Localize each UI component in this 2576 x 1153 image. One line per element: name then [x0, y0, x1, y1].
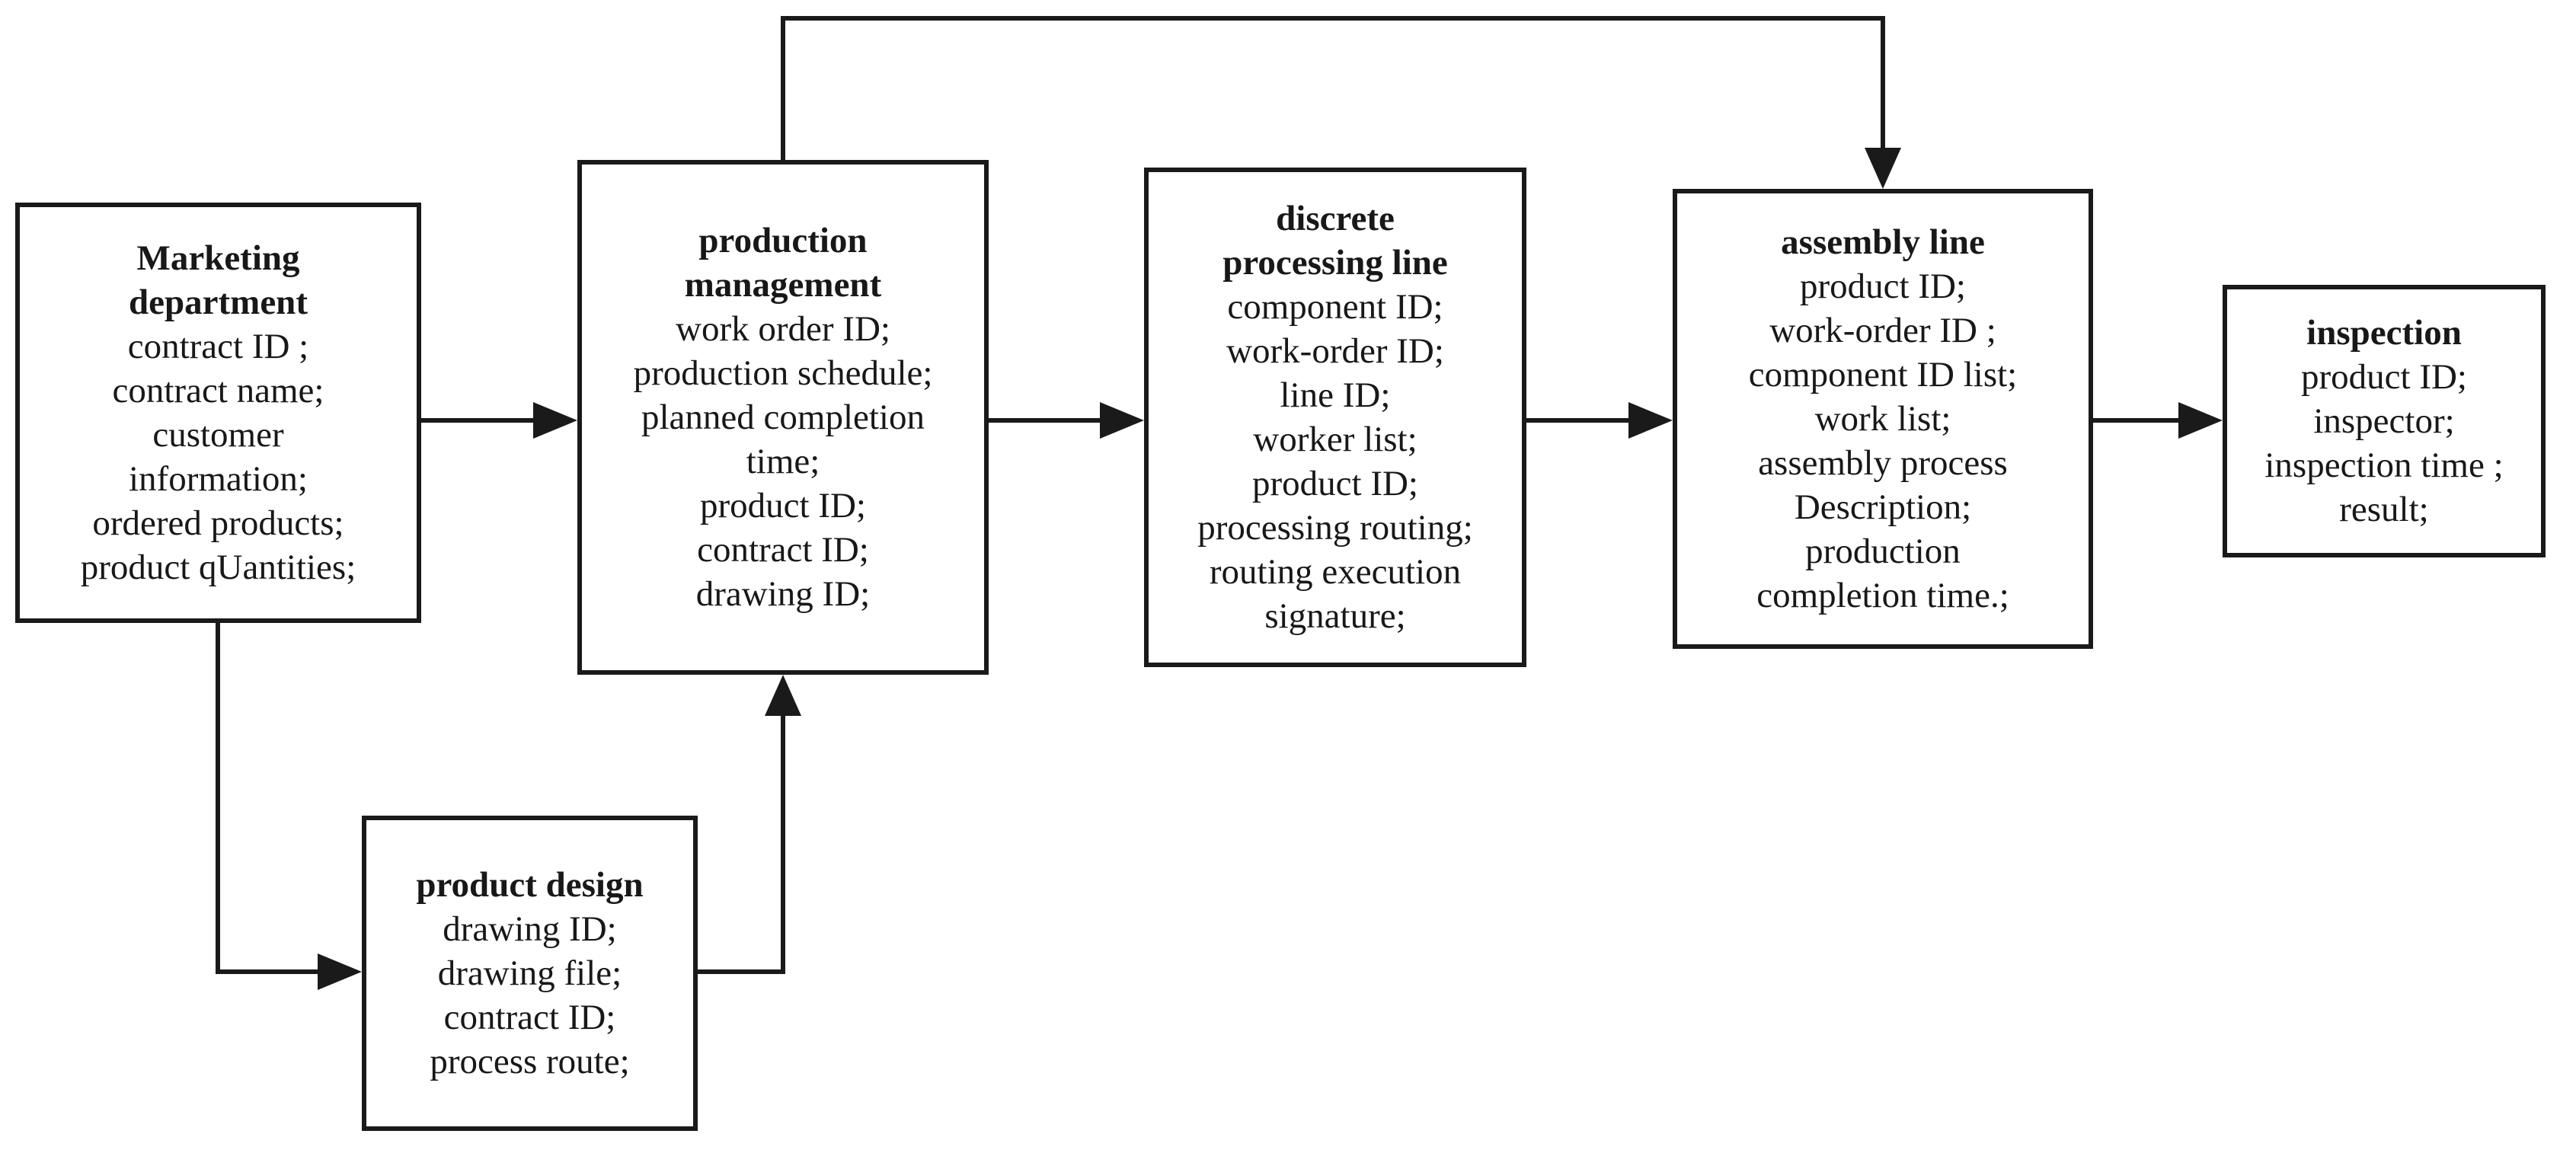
arrowhead-right-icon [318, 953, 362, 990]
text-line: contract ID; [697, 530, 869, 570]
text-line: ordered products; [92, 503, 344, 543]
edge-segment [2093, 418, 2184, 423]
text-line: drawing ID; [443, 909, 617, 949]
edge-segment [698, 969, 785, 974]
box-title: assembly line [1781, 220, 1985, 264]
arrowhead-up-icon [765, 675, 801, 716]
text-line: discrete [1276, 199, 1395, 238]
box-body: product ID;inspector; inspection time ; re… [2264, 355, 2503, 532]
text-line: contract name; [112, 371, 324, 410]
text-line: signature; [1264, 596, 1406, 636]
box-body: component ID;work-order ID;line ID; worke… [1197, 285, 1473, 638]
arrowhead-right-icon [533, 402, 577, 439]
edge-segment [1526, 418, 1637, 423]
text-line: work-order ID ; [1769, 311, 1996, 350]
text-line: customer [152, 415, 284, 455]
box-body: product ID; work-order ID ; component ID l… [1749, 264, 2017, 618]
text-line: assembly process [1758, 443, 2008, 483]
text-line: routing execution [1209, 552, 1462, 592]
text-line: planned completion [641, 398, 925, 437]
text-line: assembly line [1781, 222, 1985, 262]
edge-segment [1881, 16, 1885, 151]
text-line: process route; [430, 1042, 630, 1081]
text-line: component ID; [1227, 287, 1443, 327]
box-product-design: product design drawing ID;drawing file; c… [362, 816, 698, 1131]
box-body: drawing ID;drawing file; contract ID; proc… [430, 907, 629, 1084]
edge-segment [781, 16, 1885, 21]
text-line: contract ID; [443, 998, 616, 1037]
text-line: component ID list; [1748, 355, 2018, 394]
box-title: discrete processing line [1222, 196, 1448, 285]
edge-segment [781, 711, 785, 974]
edge-segment [989, 418, 1111, 423]
text-line: information; [129, 459, 308, 499]
text-line: inspection time ; [2264, 446, 2504, 485]
text-line: department [129, 283, 308, 322]
text-line: product ID; [1252, 464, 1418, 503]
text-line: Description; [1794, 487, 1972, 527]
arrowhead-right-icon [2178, 402, 2223, 439]
text-line: processing routing; [1197, 508, 1473, 548]
edge-segment [781, 16, 785, 160]
box-body: work order ID;production schedule; planne… [634, 307, 933, 616]
text-line: production schedule; [633, 353, 933, 393]
text-line: line ID; [1280, 375, 1391, 415]
text-line: product design [416, 865, 644, 905]
box-assembly-line: assembly line product ID; work-order ID ;… [1673, 189, 2093, 649]
text-line: drawing file; [437, 953, 622, 993]
edge-segment [216, 623, 220, 974]
text-line: product ID; [2301, 357, 2467, 397]
text-line: Marketing [136, 238, 300, 278]
text-line: completion time.; [1756, 576, 2009, 615]
text-line: work list; [1814, 399, 1951, 439]
text-line: inspector; [2313, 401, 2455, 441]
text-line: time; [746, 442, 820, 481]
text-line: result; [2339, 490, 2429, 529]
text-line: processing line [1222, 243, 1448, 283]
box-title: Marketing department [129, 236, 308, 324]
edge-segment [216, 969, 326, 974]
text-line: work order ID; [676, 309, 890, 349]
text-line: product qUantities; [80, 548, 356, 587]
text-line: contract ID ; [127, 327, 309, 366]
text-line: work-order ID; [1226, 331, 1444, 371]
arrowhead-right-icon [1628, 402, 1673, 439]
text-line: production [698, 221, 868, 260]
arrowhead-right-icon [1100, 402, 1144, 439]
text-line: worker list; [1253, 420, 1417, 459]
box-title: product design [416, 863, 643, 907]
arrowhead-down-icon [1865, 148, 1901, 189]
box-title: inspection [2306, 311, 2462, 355]
box-inspection: inspection product ID;inspector; inspecti… [2223, 285, 2546, 557]
text-line: product ID; [700, 486, 866, 525]
text-line: inspection [2306, 313, 2462, 353]
text-line: management [684, 265, 882, 305]
box-title: production management [685, 219, 881, 307]
text-line: product ID; [1800, 267, 1966, 306]
edge-segment [421, 418, 543, 423]
text-line: drawing ID; [695, 574, 871, 614]
text-line: production [1805, 532, 1961, 571]
